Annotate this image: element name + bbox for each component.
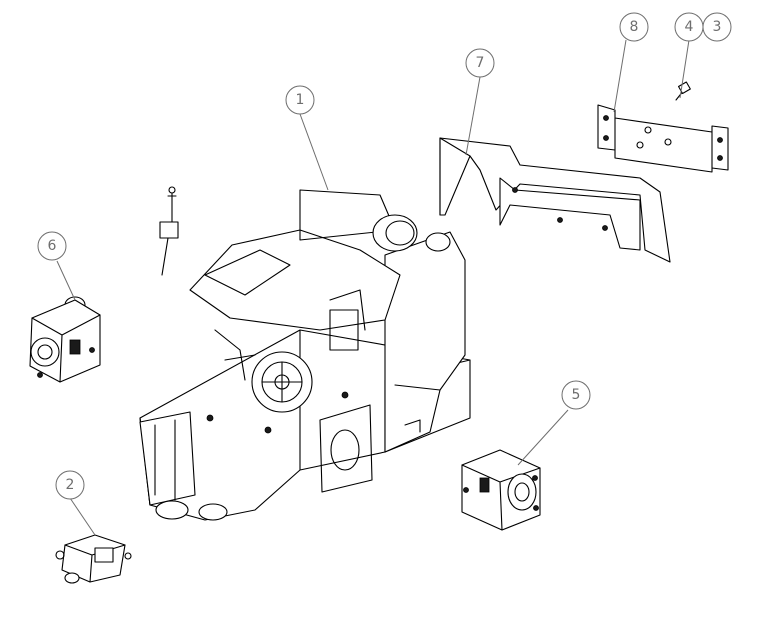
callout-7: 7 [465,48,495,78]
part-8-bracket-plate [597,104,729,173]
callout-5-label: 5 [572,387,581,403]
part-4-bolt [675,81,691,101]
callout-2-label: 2 [66,477,75,493]
callout-5: 5 [561,380,591,410]
callout-8: 8 [619,12,649,42]
dipstick-sensor [159,186,179,276]
part-1-main-frame [139,189,471,521]
callout-8-label: 8 [630,19,639,35]
callout-4: 4 [674,12,704,42]
part-7-cover-plate [439,137,671,263]
callout-6: 6 [37,231,67,261]
callout-1: 1 [285,85,315,115]
callout-3: 3 [702,12,732,42]
callout-4-label: 4 [685,19,694,35]
part-5-hydraulic-pump [461,449,541,531]
callout-2: 2 [55,470,85,500]
part-6-motor-unit [29,296,101,383]
callout-1-label: 1 [296,92,305,108]
part-2-valve-block [55,534,132,584]
callout-6-label: 6 [48,238,57,254]
callout-7-label: 7 [476,55,485,71]
leader-lines [56,39,690,536]
callout-3-label: 3 [713,19,722,35]
